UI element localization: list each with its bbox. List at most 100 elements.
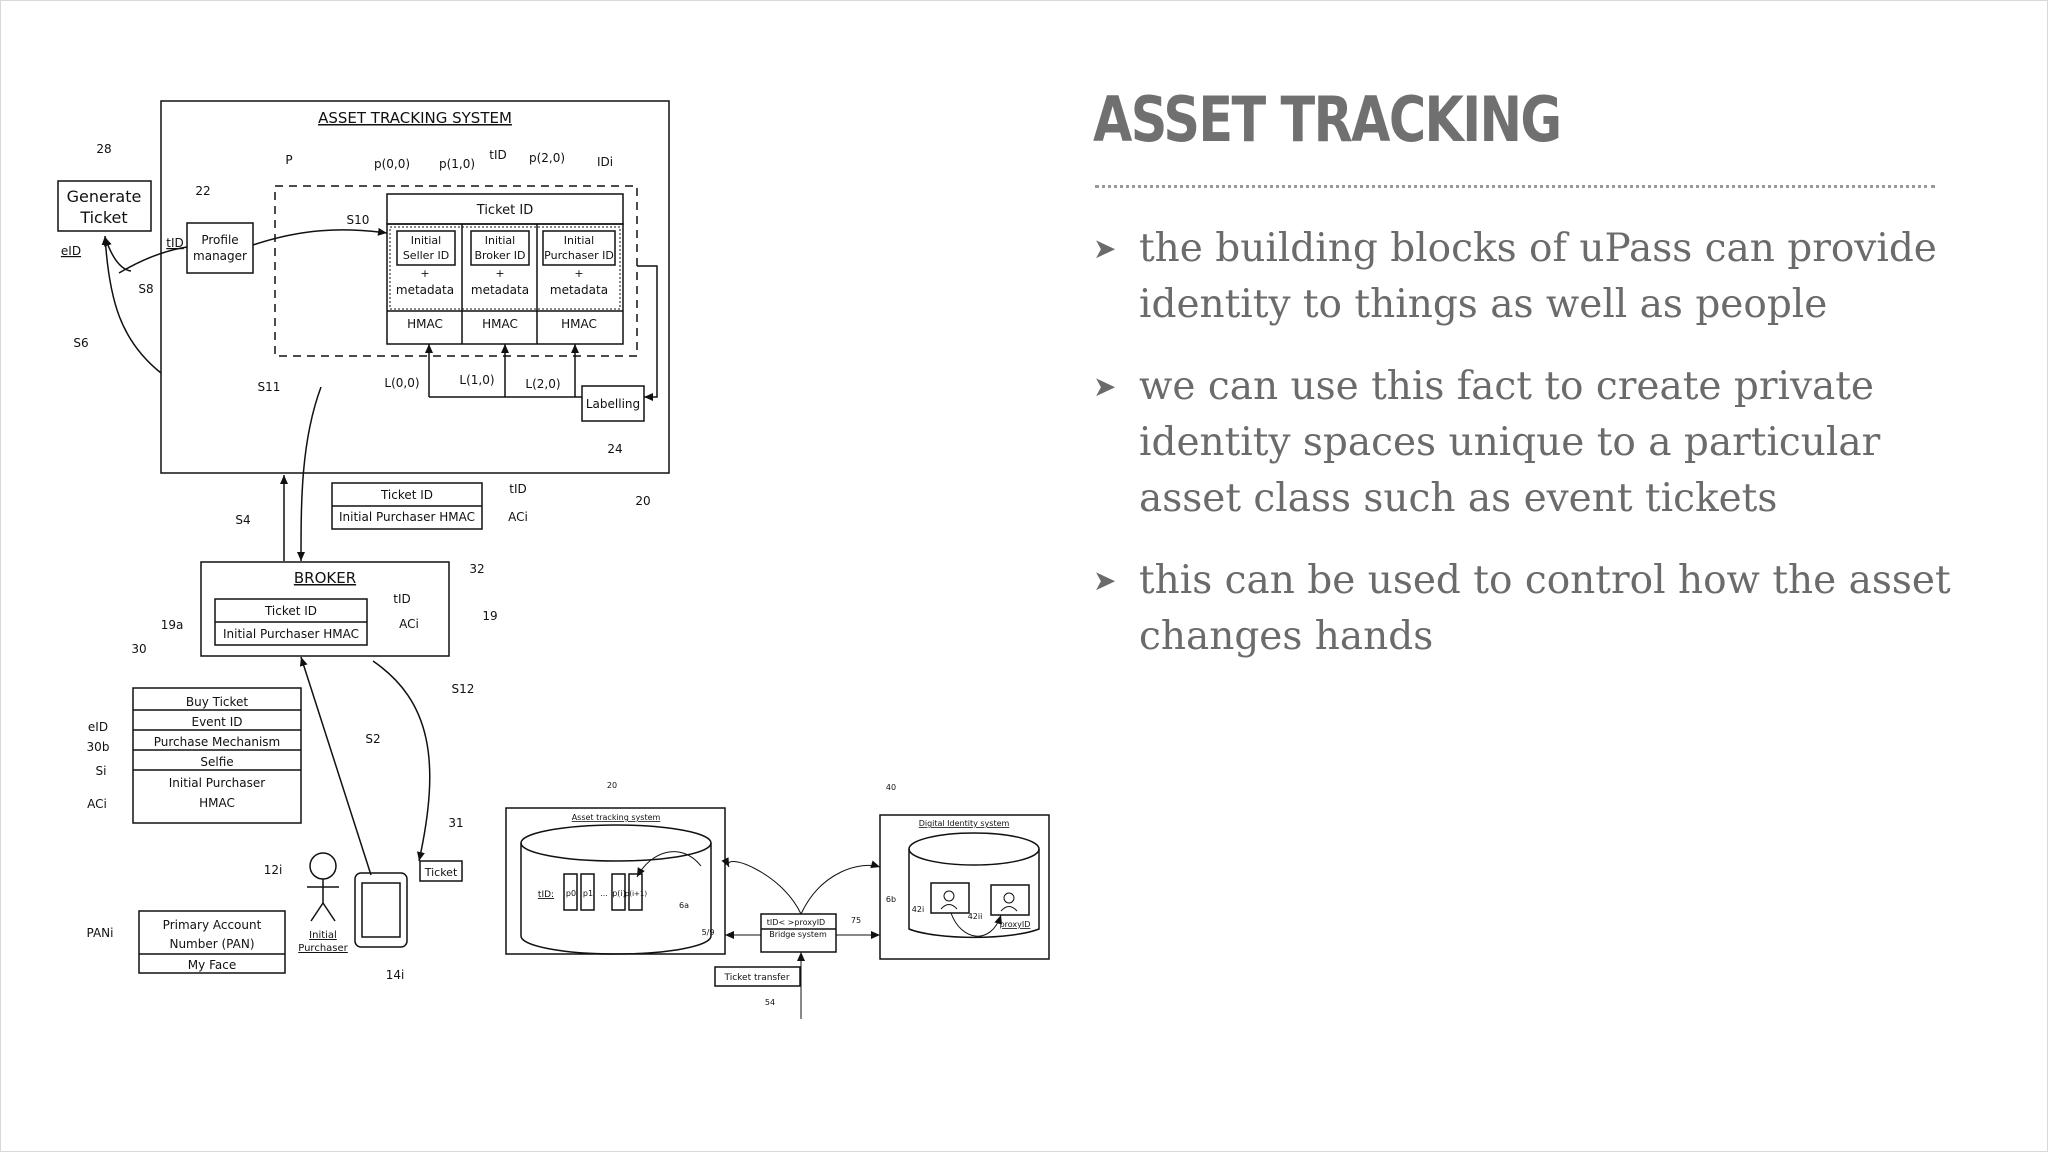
plus2: + <box>574 267 583 280</box>
ref-p10: p(1,0) <box>439 157 475 171</box>
ticket-id-header: Ticket ID <box>476 203 533 218</box>
d2-ref-40: 40 <box>886 783 896 792</box>
ticket-small-label: Ticket <box>424 866 458 879</box>
asset-tracking-system-box <box>160 100 670 474</box>
digital-identity-system-box <box>879 814 1050 960</box>
purchase-item-0: Buy Ticket <box>186 695 249 709</box>
ref-eid2: eID <box>88 720 108 734</box>
ref-30: 30 <box>131 642 146 656</box>
d2-ref-6b: 6b <box>886 895 896 904</box>
d2-ref-54: 54 <box>765 998 775 1007</box>
d2-cell-p0: p0 <box>566 889 576 898</box>
ref-s10: S10 <box>347 213 370 227</box>
broker-box-line1: Ticket ID <box>264 604 317 618</box>
cell0-line2: Seller ID <box>403 249 449 262</box>
ref-14i: 14i <box>386 968 405 982</box>
d2-tid: tID: <box>538 890 554 900</box>
ref-aci: ACi <box>508 510 528 524</box>
bullet-item: ➤ we can use this fact to create private … <box>1093 359 1973 527</box>
d2-ref-42ii: 42ii <box>968 912 983 921</box>
asset-tracking-system2-box <box>505 807 726 955</box>
manager-label: manager <box>193 249 247 263</box>
ref-tid: tID <box>166 236 183 250</box>
labelling-label: Labelling <box>586 397 640 411</box>
ref-aci2: ACi <box>399 617 419 631</box>
pan-line2: Number (PAN) <box>169 937 254 951</box>
ref-24: 24 <box>607 442 622 456</box>
ref-20: 20 <box>635 494 650 508</box>
arrow-bullet-icon: ➤ <box>1093 232 1117 265</box>
purchase-item-4: Initial Purchaser <box>169 776 266 790</box>
metadata2: metadata <box>550 283 608 297</box>
ref-31: 31 <box>448 816 463 830</box>
d2-ref-42i: 42i <box>912 905 924 914</box>
metadata1: metadata <box>471 283 529 297</box>
profile-label: Profile <box>201 233 238 247</box>
cell1-line1: Initial <box>485 234 515 247</box>
ticket-box-line2: Initial Purchaser HMAC <box>339 510 475 524</box>
bullet-text: the building blocks of uPass can provide… <box>1139 226 1937 327</box>
d2-cell-p1: p1 <box>583 889 593 898</box>
bullet-item: ➤ this can be used to control how the ass… <box>1093 553 1973 665</box>
hmac0: HMAC <box>407 317 443 331</box>
d2-ref-20: 20 <box>607 781 617 790</box>
slide-title: ASSET TRACKING <box>1093 83 1562 156</box>
ref-eid: eID <box>61 244 81 258</box>
ref-p00: p(0,0) <box>374 157 410 171</box>
ref-l00: L(0,0) <box>384 376 419 390</box>
ticket-box-line1: Ticket ID <box>380 488 433 502</box>
ref-s2: S2 <box>365 732 380 746</box>
d2-proxyid: proxyID <box>1000 920 1031 929</box>
ticket-transfer-box <box>714 966 801 987</box>
ref-si: Si <box>96 764 107 778</box>
ref-30b: 30b <box>87 740 110 754</box>
purchase-item-2: Purchase Mechanism <box>154 735 280 749</box>
ref-28: 28 <box>96 142 111 156</box>
plus1: + <box>495 267 504 280</box>
bullet-item: ➤ the building blocks of uPass can provid… <box>1093 221 1973 333</box>
d2-digital-title: Digital Identity system <box>919 819 1010 828</box>
arrow-bullet-icon: ➤ <box>1093 370 1117 403</box>
ref-19a: 19a <box>161 618 184 632</box>
broker-box <box>200 561 450 657</box>
ref-19: 19 <box>482 609 497 623</box>
pan-line1: Primary Account <box>163 918 262 932</box>
ref-s12: S12 <box>452 682 475 696</box>
purchaser-label-1: Initial <box>309 930 337 941</box>
broker-box-line2: Initial Purchaser HMAC <box>223 627 359 641</box>
bullet-list: ➤ the building blocks of uPass can provid… <box>1093 221 1973 691</box>
ref-32: 32 <box>469 562 484 576</box>
ref-tid4: tID <box>393 592 410 606</box>
user-icons <box>940 890 1018 912</box>
ref-p: P <box>285 153 292 167</box>
cell2-line2: Purchaser ID <box>544 249 614 262</box>
purchase-item-5: HMAC <box>199 796 235 810</box>
ref-aci3: ACi <box>87 797 107 811</box>
metadata0: metadata <box>396 283 454 297</box>
d2-cell-pi: p(i) <box>612 889 626 898</box>
purchase-item-1: Event ID <box>192 715 243 729</box>
arrow-bullet-icon: ➤ <box>1093 564 1117 597</box>
ref-s11: S11 <box>258 380 281 394</box>
ref-s8: S8 <box>138 282 153 296</box>
ref-s6: S6 <box>73 336 88 350</box>
plus0: + <box>420 267 429 280</box>
d2-dots: ... <box>600 889 608 898</box>
d2-ref-75: 75 <box>851 916 861 925</box>
cell0-line1: Initial <box>411 234 441 247</box>
ref-22: 22 <box>195 184 210 198</box>
pan-line3: My Face <box>188 958 236 972</box>
bullet-text: we can use this fact to create private i… <box>1139 364 1881 521</box>
bullet-text: this can be used to control how the asse… <box>1139 558 1951 659</box>
ref-p20: p(2,0) <box>529 151 565 165</box>
generate-label: Generate <box>67 187 142 206</box>
ref-tid2: tID <box>489 148 506 162</box>
broker-title: BROKER <box>294 569 356 587</box>
ref-s4: S4 <box>235 513 250 527</box>
d2-bridge-top: tID< >proxyID <box>767 918 825 927</box>
d2-bridge-bottom: Bridge system <box>769 930 827 939</box>
d2-ref-59: 5/9 <box>702 928 715 937</box>
ticket-label: Ticket <box>79 208 127 227</box>
